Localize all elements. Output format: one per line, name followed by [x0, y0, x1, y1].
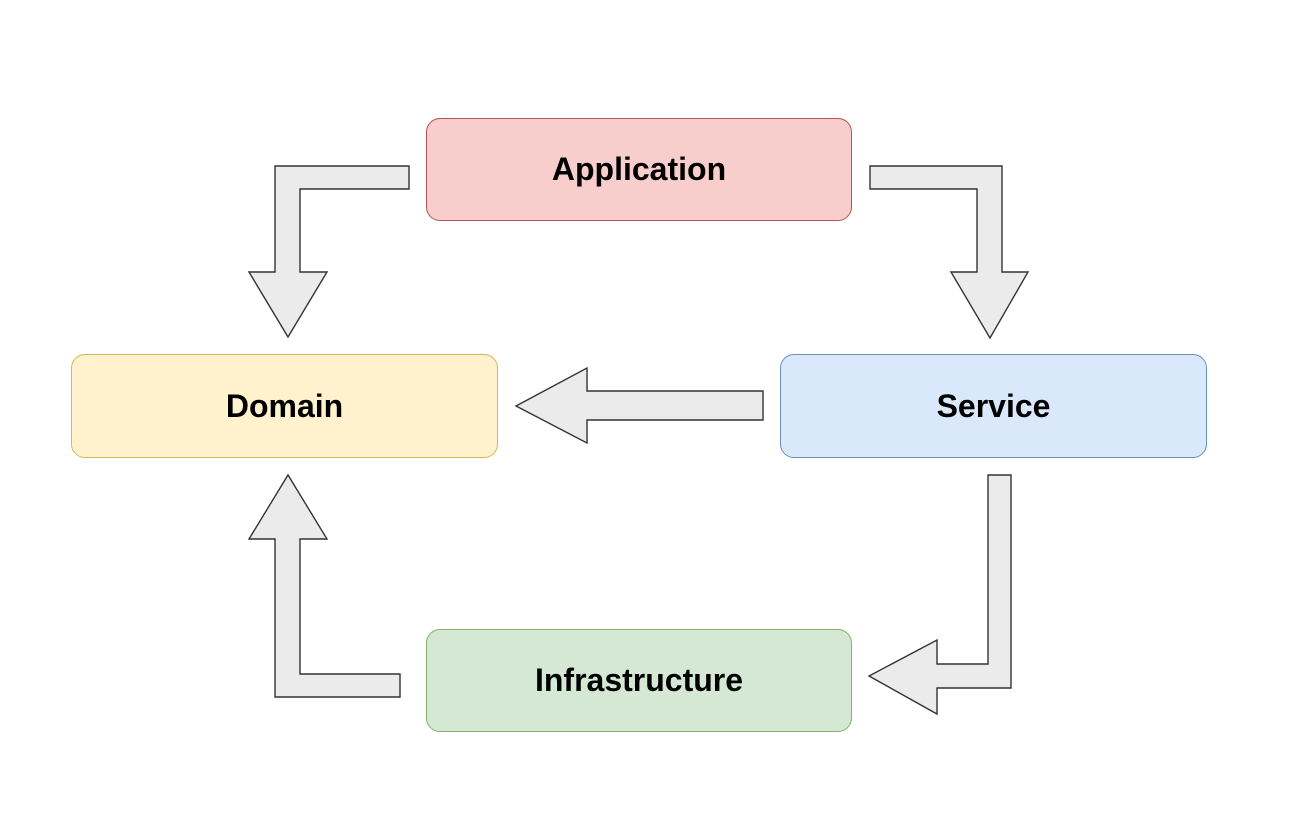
- service-node: Service: [780, 354, 1207, 458]
- application-node: Application: [426, 118, 852, 221]
- arrow-service-to-infrastructure: [867, 474, 1012, 716]
- domain-node: Domain: [71, 354, 498, 458]
- arrow-infrastructure-to-domain: [247, 473, 401, 698]
- arrow-application-to-service: [869, 165, 1030, 340]
- arrow-application-to-domain: [247, 165, 410, 339]
- infrastructure-node: Infrastructure: [426, 629, 852, 732]
- arrow-service-to-domain: [514, 366, 764, 445]
